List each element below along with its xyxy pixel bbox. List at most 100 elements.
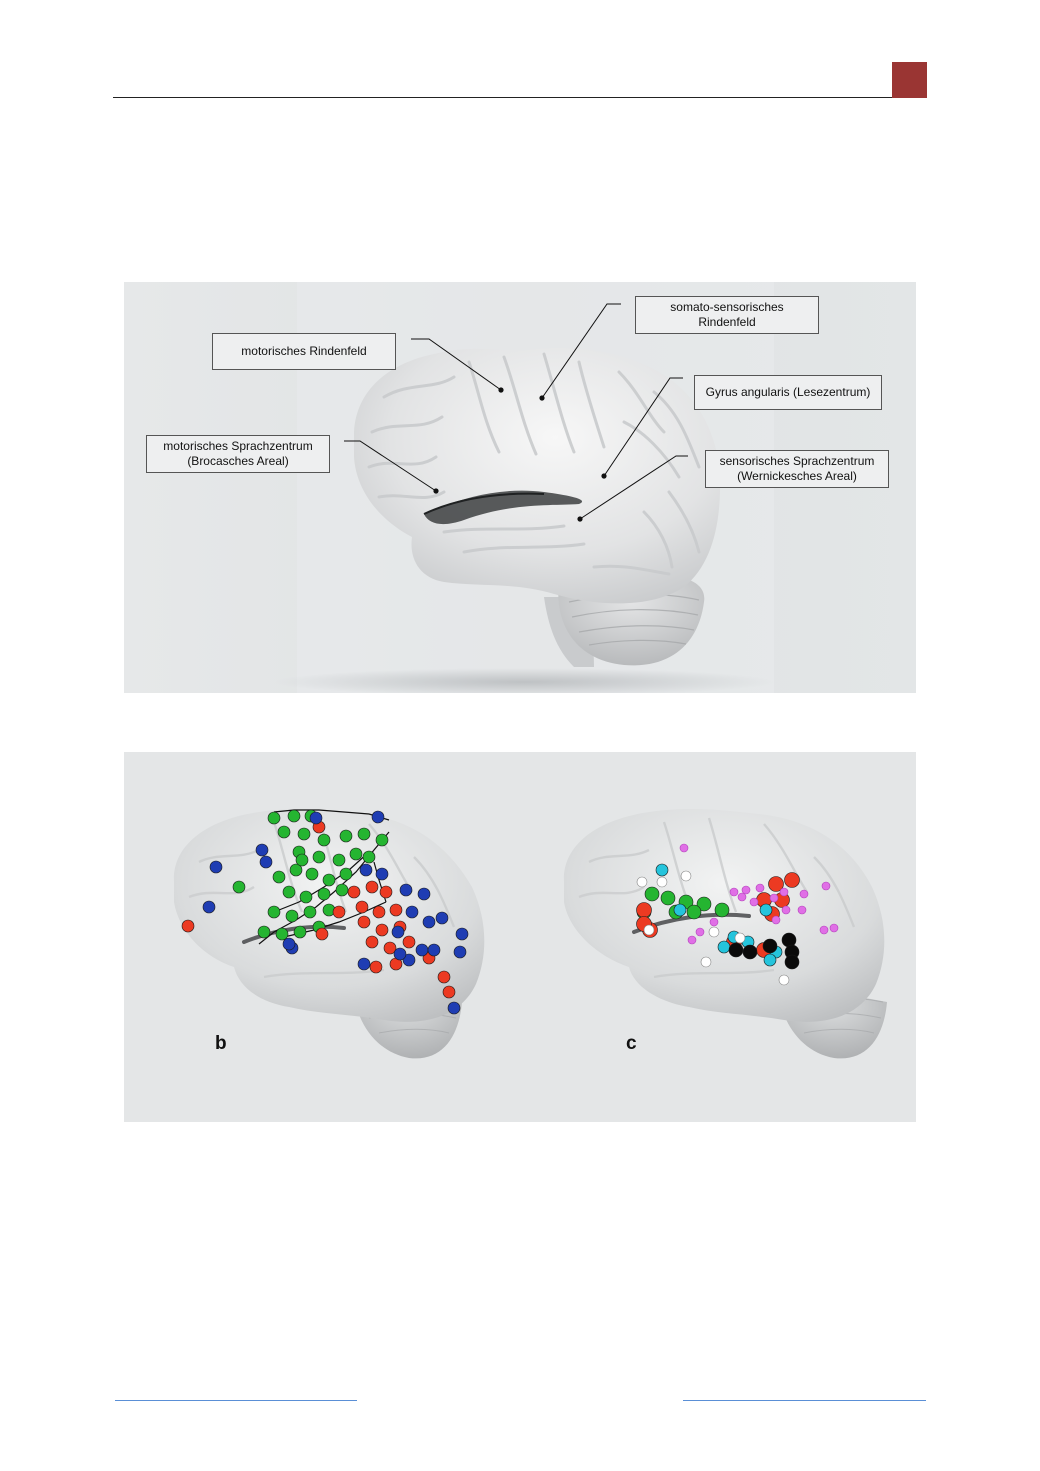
activation-dot <box>389 903 403 917</box>
activation-dot <box>285 909 299 923</box>
activation-dot <box>784 872 800 888</box>
activation-dot <box>708 926 720 938</box>
label-somatosensory-line2: Rindenfeld <box>698 315 756 329</box>
activation-dot <box>349 847 363 861</box>
activation-dot <box>686 904 702 920</box>
activation-dot <box>375 923 389 937</box>
activation-dot <box>405 905 419 919</box>
panel-label-c: c <box>626 1033 637 1054</box>
label-angular-gyrus: Gyrus angularis (Lesezentrum) <box>694 375 882 410</box>
activation-dot <box>695 927 705 937</box>
activation-dot <box>379 885 393 899</box>
activation-dot <box>781 905 791 915</box>
activation-dot <box>417 887 431 901</box>
activation-dot <box>272 870 286 884</box>
activation-dot <box>365 935 379 949</box>
activation-dot <box>784 954 800 970</box>
activation-dot <box>660 890 676 906</box>
leader-lines <box>344 303 688 520</box>
activation-dot <box>437 970 451 984</box>
activation-dot <box>728 942 744 958</box>
activation-dot <box>317 887 331 901</box>
activation-dot <box>357 915 371 929</box>
activation-dot <box>717 940 731 954</box>
activation-dot <box>365 880 379 894</box>
activation-dot <box>763 953 777 967</box>
activation-dot <box>402 953 416 967</box>
footer-link-line-right <box>683 1400 926 1401</box>
activation-dot <box>656 876 668 888</box>
activation-dot <box>643 924 655 936</box>
activation-dot <box>734 932 746 944</box>
activation-dot <box>293 925 307 939</box>
activation-dot <box>393 947 407 961</box>
activation-maps <box>124 752 916 1122</box>
activation-dot <box>232 880 246 894</box>
activation-dot <box>359 863 373 877</box>
activation-dot <box>289 863 303 877</box>
activation-dot <box>391 925 405 939</box>
activation-dot <box>297 827 311 841</box>
label-wernicke-line1: sensorisches Sprachzentrum <box>719 454 875 468</box>
activation-dot <box>332 905 346 919</box>
activation-dot <box>339 829 353 843</box>
activation-dot <box>442 985 456 999</box>
label-angular-gyrus-text: Gyrus angularis (Lesezentrum) <box>705 385 871 399</box>
activation-dot <box>255 843 269 857</box>
activation-dot <box>644 886 660 902</box>
activation-dot <box>819 925 829 935</box>
activation-dot <box>797 905 807 915</box>
activation-dot <box>781 932 797 948</box>
activation-dot <box>636 902 652 918</box>
activation-dot <box>375 867 389 881</box>
header-rule <box>113 97 927 98</box>
header-accent-square <box>892 62 927 98</box>
label-somatosensory-line1: somato-sensorisches <box>670 300 784 314</box>
activation-dot <box>435 911 449 925</box>
panel-b-activation-dots <box>181 809 469 1015</box>
activation-dot <box>295 853 309 867</box>
activation-dot <box>315 927 329 941</box>
activation-dot <box>181 919 195 933</box>
activation-dot <box>749 897 759 907</box>
activation-dot <box>399 883 413 897</box>
activation-dot <box>339 867 353 881</box>
activation-dot <box>759 903 773 917</box>
activation-dot <box>636 876 648 888</box>
activation-dot <box>779 887 789 897</box>
activation-dot <box>275 927 289 941</box>
activation-dot <box>335 883 349 897</box>
label-wernicke-line2: (Wernickesches Areal) <box>737 469 857 483</box>
activation-dot <box>737 892 747 902</box>
activation-dot <box>696 896 712 912</box>
activation-dot <box>680 870 692 882</box>
activation-dot <box>383 941 397 955</box>
activation-dot <box>447 1001 461 1015</box>
activation-dot <box>362 850 376 864</box>
activation-dot <box>729 887 739 897</box>
activation-dot <box>769 893 779 903</box>
activation-dot <box>317 833 331 847</box>
activation-dot <box>422 915 436 929</box>
activation-dot <box>755 883 765 893</box>
activation-dot <box>355 900 369 914</box>
activation-dot <box>347 885 361 899</box>
activation-dot <box>312 850 326 864</box>
activation-dot <box>402 935 416 949</box>
activation-dot <box>829 923 839 933</box>
activation-dot <box>700 956 712 968</box>
label-motor-cortex: motorisches Rindenfeld <box>212 333 396 370</box>
activation-dot <box>427 943 441 957</box>
activation-dot <box>372 905 386 919</box>
activation-dot <box>357 827 371 841</box>
activation-dot <box>821 881 831 891</box>
activation-dot <box>687 935 697 945</box>
activation-dot <box>709 917 719 927</box>
activation-dot <box>267 905 281 919</box>
activation-dot <box>303 905 317 919</box>
activation-dot <box>714 902 730 918</box>
activation-dot <box>259 855 273 869</box>
activation-dot <box>277 825 291 839</box>
activation-dot <box>202 900 216 914</box>
activation-dot <box>679 843 689 853</box>
